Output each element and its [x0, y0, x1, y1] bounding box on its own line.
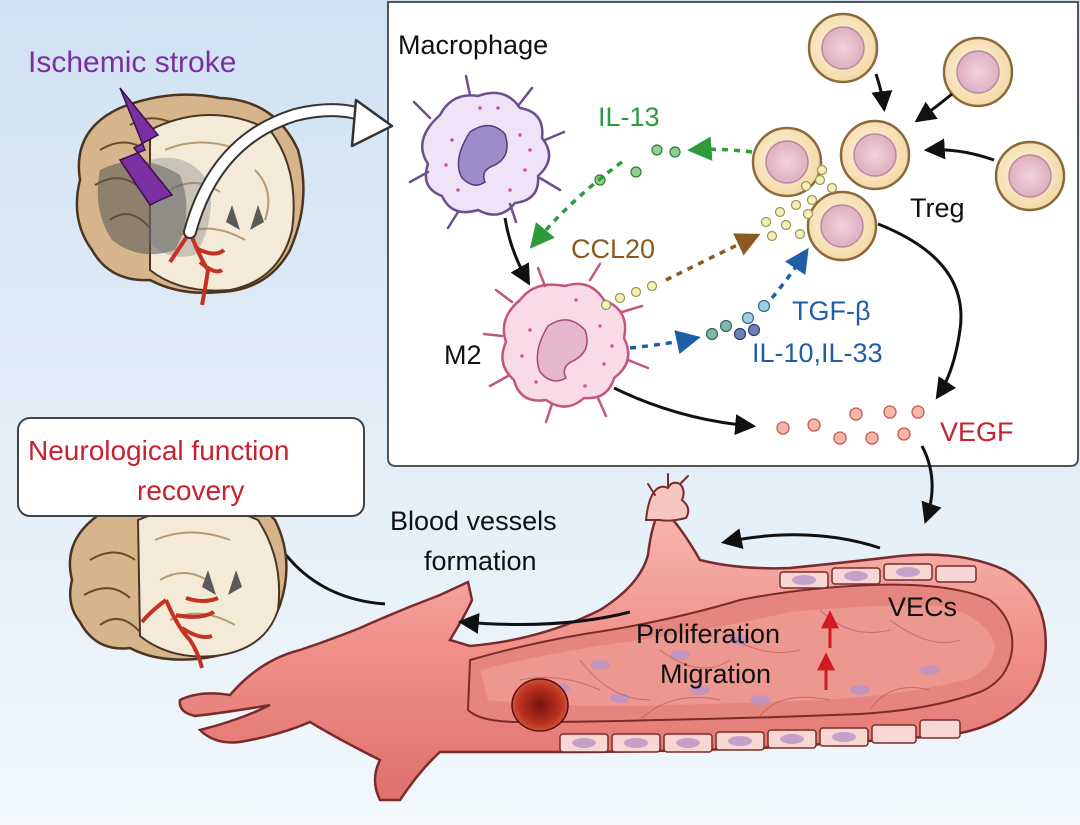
m2-label: M2	[444, 340, 482, 370]
lightning-icon	[118, 87, 174, 206]
vegf-dots	[776, 405, 925, 445]
tgf-to-treg-arrow-b	[770, 247, 809, 300]
treg-cell	[751, 126, 823, 198]
treg-recruit-arrow	[871, 73, 893, 113]
treg-label: Treg	[910, 193, 965, 223]
treg-cell	[942, 36, 1014, 108]
vegf-to-vessel-arrow	[920, 445, 942, 524]
neuro-recovery-label-line1: Neurological function	[28, 435, 290, 466]
ccl20-label: CCL20	[571, 234, 655, 264]
m2-to-vegf-arrow	[613, 386, 757, 436]
il13-to-macrophage-arrow	[529, 160, 624, 249]
il13-dots	[594, 144, 681, 186]
vecs-label: VECs	[888, 592, 957, 622]
neuro-recovery-box	[17, 417, 365, 517]
vessel-to-formation-arrow	[457, 610, 631, 634]
macrophage-cell	[408, 74, 566, 230]
treg-cell	[806, 190, 878, 262]
blood-vessels-label-line2: formation	[424, 546, 537, 576]
stroke-to-macrophage-arrowhead	[350, 98, 394, 148]
m2-cell	[482, 262, 650, 424]
tgf-beta-label: TGF-β	[792, 296, 871, 326]
migration-label: Migration	[660, 659, 771, 689]
treg-cell	[839, 119, 911, 191]
il13-arrow	[687, 136, 753, 161]
blood-vessel	[178, 473, 1047, 802]
tgf-dots	[705, 299, 771, 341]
proliferation-label: Proliferation	[636, 619, 780, 649]
red-blood-cell	[511, 678, 569, 732]
neuro-recovery-label-line2: recovery	[137, 475, 244, 506]
ccl20-dots	[600, 280, 658, 311]
treg-cells	[751, 12, 1066, 262]
treg-to-vegf-arrow	[877, 222, 963, 400]
vegf-label: VEGF	[940, 417, 1014, 447]
treg-cell	[807, 12, 879, 84]
tgf-to-treg-arrow-a	[629, 330, 701, 355]
ccl20-arrow	[665, 233, 761, 282]
recovery-brain	[68, 488, 288, 669]
stroke-to-macrophage-arrow	[185, 105, 375, 237]
il10-il33-label: IL-10,IL-33	[752, 338, 883, 368]
treg-cell	[994, 140, 1066, 212]
macrophage-label: Macrophage	[398, 30, 548, 60]
treg-recruit-arrow	[923, 138, 995, 162]
vessel-growth-arrow	[720, 528, 881, 550]
macrophage-to-m2-arrow	[503, 217, 531, 286]
treg-cytokine-dots	[760, 164, 838, 242]
ischemic-stroke-label: Ischemic stroke	[28, 46, 236, 79]
blood-vessels-label-line1: Blood vessels	[390, 506, 557, 536]
il13-label: IL-13	[598, 102, 660, 132]
treg-recruit-arrow	[914, 92, 953, 123]
